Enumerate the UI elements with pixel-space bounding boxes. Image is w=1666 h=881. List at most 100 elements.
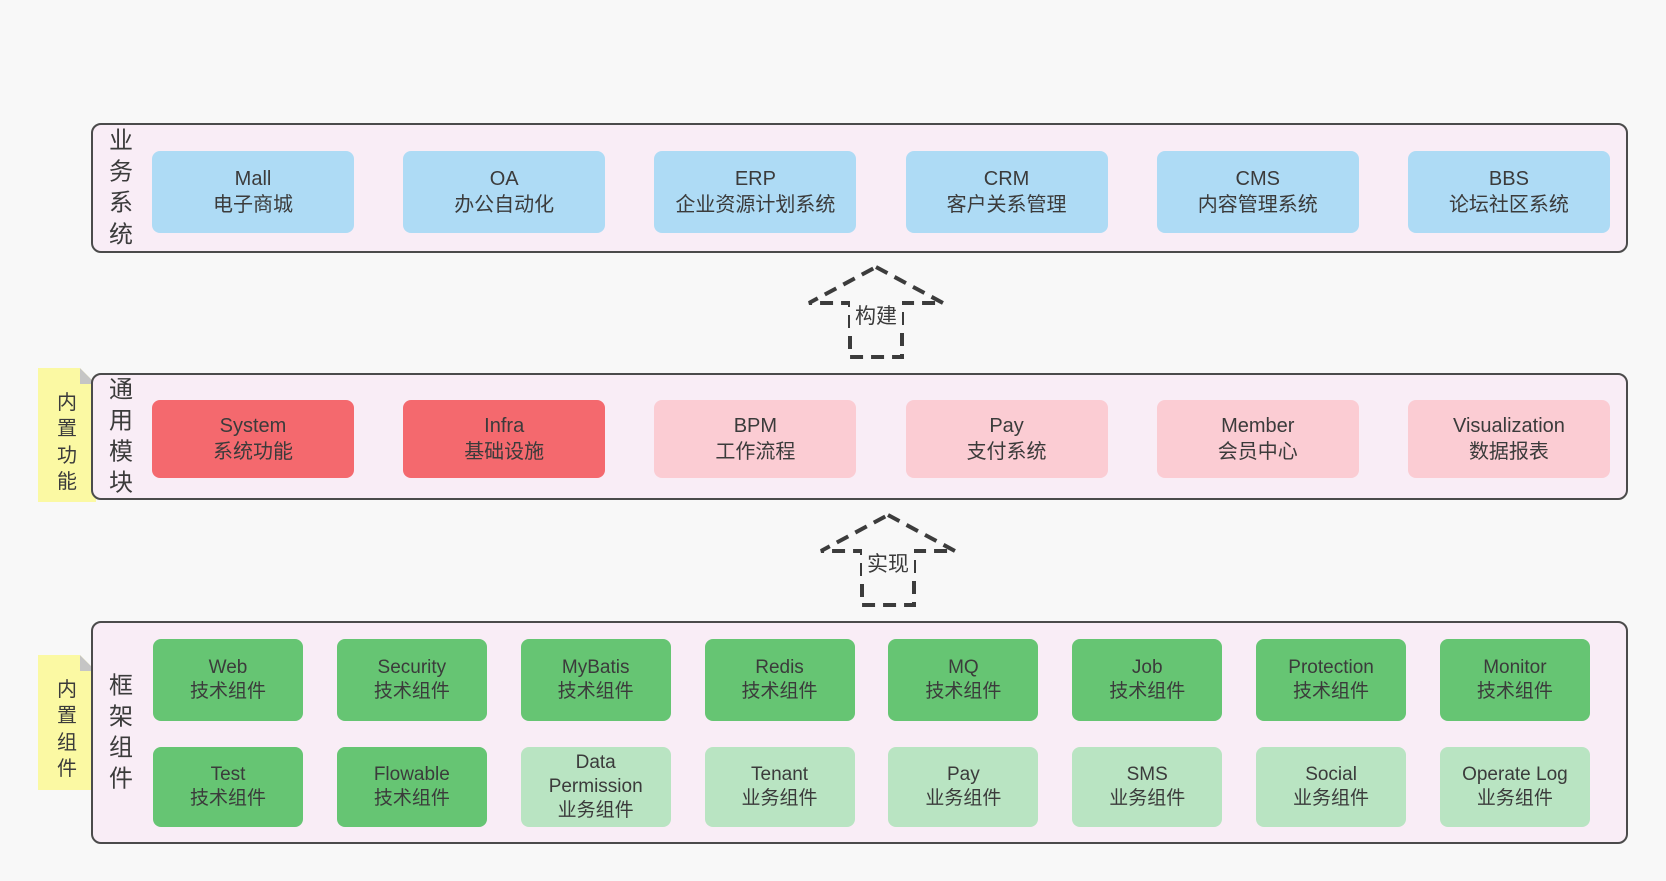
- box-cms: CMS 内容管理系统: [1156, 151, 1359, 233]
- band-framework-components: 框架组件 Web 技术组件 Security 技术组件 MyBatis 技术组件…: [91, 621, 1628, 844]
- arrow-label-backing: [850, 300, 902, 330]
- box-title: ERP: [734, 167, 776, 190]
- box-monitor: Monitor 技术组件: [1439, 639, 1590, 721]
- box-subtitle: 技术组件: [1476, 681, 1553, 702]
- box-infra: Infra 基础设施: [403, 400, 606, 478]
- note-label: 内置组件: [57, 679, 77, 781]
- box-subtitle: 技术组件: [373, 681, 450, 702]
- box-crm: CRM 客户关系管理: [905, 151, 1108, 233]
- framework-components-row-1: Web 技术组件 Security 技术组件 MyBatis 技术组件 Redi…: [153, 639, 1590, 721]
- box-subtitle: 技术组件: [557, 681, 634, 702]
- box-title: Web: [208, 656, 248, 678]
- box-security: Security 技术组件: [336, 639, 487, 721]
- box-subtitle: 支付系统: [966, 441, 1047, 463]
- box-member: Member 会员中心: [1156, 400, 1359, 478]
- arrow-label: 构建: [855, 305, 897, 328]
- dashed-up-arrow-implement: 实现: [820, 512, 956, 607]
- box-title: Member: [1221, 414, 1295, 437]
- box-subtitle: 业务组件: [925, 788, 1002, 809]
- sticky-note-built-in-components: 内置组件: [38, 655, 96, 790]
- box-subtitle: 内容管理系统: [1197, 194, 1318, 216]
- box-subtitle: 基础设施: [464, 441, 545, 463]
- box-subtitle: 办公自动化: [454, 194, 555, 216]
- box-subtitle: 电子商城: [213, 194, 293, 216]
- box-bpm: BPM 工作流程: [654, 400, 857, 478]
- box-title: Visualization: [1452, 414, 1565, 437]
- arrow-outline: [820, 512, 956, 607]
- arrow-label: 实现: [867, 553, 909, 576]
- box-protection: Protection 技术组件: [1256, 639, 1407, 721]
- box-tenant: Tenant 业务组件: [704, 747, 855, 827]
- note-label: 内置功能: [57, 392, 77, 494]
- box-subtitle: 技术组件: [189, 681, 266, 702]
- box-subtitle: 技术组件: [373, 788, 450, 809]
- box-visualization: Visualization 数据报表: [1407, 400, 1610, 478]
- box-test: Test 技术组件: [153, 747, 303, 827]
- box-social: Social 业务组件: [1256, 747, 1407, 827]
- box-sms: SMS 业务组件: [1072, 747, 1223, 827]
- arrow-label-backing: [862, 548, 914, 578]
- band-label: 通用模块: [109, 376, 133, 497]
- box-subtitle: 业务组件: [557, 800, 634, 822]
- box-title: Protection: [1288, 656, 1374, 678]
- box-subtitle: 论坛社区系统: [1448, 194, 1569, 216]
- framework-components-row-2: Test 技术组件 Flowable 技术组件 Data Permission …: [153, 747, 1590, 827]
- box-subtitle: 业务组件: [1109, 788, 1186, 809]
- box-oa: OA 办公自动化: [403, 151, 606, 233]
- box-title: BBS: [1488, 167, 1529, 190]
- box-subtitle: 客户关系管理: [946, 194, 1067, 216]
- box-subtitle: 系统功能: [213, 441, 293, 463]
- band-business-systems: 业务系统 Mall 电子商城 OA 办公自动化 ERP 企业资源计划系统 CRM…: [91, 123, 1628, 253]
- box-title: Infra: [484, 414, 525, 437]
- box-subtitle: 技术组件: [1293, 681, 1370, 702]
- box-pay-biz: Pay 业务组件: [888, 747, 1039, 827]
- box-title: Data Permission: [548, 751, 643, 797]
- box-subtitle: 企业资源计划系统: [675, 194, 836, 216]
- box-title: Security: [377, 656, 447, 678]
- box-title: Job: [1131, 656, 1163, 678]
- box-title: MyBatis: [561, 656, 630, 678]
- dashed-up-arrow-build: 构建: [808, 264, 944, 359]
- box-job: Job 技术组件: [1072, 639, 1223, 721]
- box-title: Mall: [234, 167, 272, 190]
- business-systems-row: Mall 电子商城 OA 办公自动化 ERP 企业资源计划系统 CRM 客户关系…: [152, 151, 1610, 233]
- box-mq: MQ 技术组件: [888, 639, 1039, 721]
- box-mall: Mall 电子商城: [152, 151, 354, 233]
- box-title: CRM: [983, 167, 1030, 190]
- box-title: Social: [1305, 763, 1357, 785]
- sticky-note-built-in-functions: 内置功能: [38, 368, 96, 502]
- box-title: Monitor: [1483, 656, 1547, 678]
- box-data-permission: Data Permission 业务组件: [520, 747, 671, 827]
- box-title: Redis: [755, 656, 804, 678]
- band-label: 业务系统: [109, 127, 133, 249]
- box-title: Pay: [947, 763, 980, 785]
- box-title: CMS: [1235, 167, 1280, 190]
- box-title: BPM: [733, 414, 778, 437]
- box-flowable: Flowable 技术组件: [336, 747, 487, 827]
- box-title: MQ: [948, 656, 979, 678]
- box-subtitle: 技术组件: [1109, 681, 1186, 702]
- common-modules-row: System 系统功能 Infra 基础设施 BPM 工作流程 Pay 支付系统…: [152, 400, 1610, 478]
- box-subtitle: 技术组件: [741, 681, 818, 702]
- box-operate-log: Operate Log 业务组件: [1439, 747, 1590, 827]
- box-pay: Pay 支付系统: [905, 400, 1108, 478]
- box-title: Tenant: [751, 763, 809, 785]
- box-subtitle: 业务组件: [741, 788, 818, 809]
- box-title: Test: [210, 763, 246, 785]
- band-label: 框架组件: [109, 672, 133, 793]
- box-erp: ERP 企业资源计划系统: [654, 151, 857, 233]
- box-subtitle: 技术组件: [925, 681, 1002, 702]
- box-subtitle: 工作流程: [715, 441, 796, 463]
- arrow-outline: [808, 264, 944, 359]
- box-bbs: BBS 论坛社区系统: [1407, 151, 1610, 233]
- box-system: System 系统功能: [152, 400, 354, 478]
- box-subtitle: 业务组件: [1476, 788, 1553, 809]
- box-title: OA: [489, 167, 519, 190]
- box-subtitle: 技术组件: [189, 788, 266, 809]
- box-title: System: [219, 414, 287, 437]
- box-mybatis: MyBatis 技术组件: [520, 639, 671, 721]
- box-subtitle: 数据报表: [1468, 441, 1549, 463]
- box-title: SMS: [1126, 763, 1168, 785]
- box-title: Flowable: [373, 763, 450, 785]
